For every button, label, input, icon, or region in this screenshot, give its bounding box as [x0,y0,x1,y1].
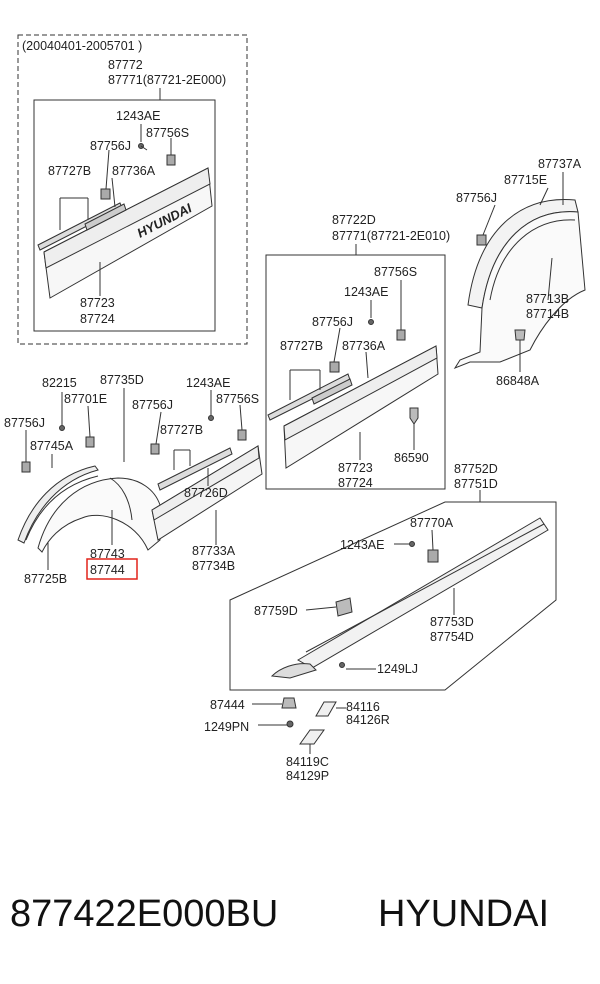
label-87745A: 87745A [30,439,74,453]
label-87722D: 87722D [332,213,376,227]
inset-mid [265,244,446,490]
label-87727B-top: 87727B [48,164,91,178]
pad-84116 [315,701,337,717]
label-87715E: 87715E [504,173,547,187]
label-86848A: 86848A [496,374,540,388]
pad-84119C [299,729,325,745]
label-87734B: 87734B [192,559,235,573]
label-87771-top: 87771(87721-2E000) [108,73,226,87]
label-84126R: 84126R [346,713,390,727]
label-82215: 82215 [42,376,77,390]
label-87736A-top: 87736A [112,164,156,178]
label-87735D: 87735D [100,373,144,387]
label-87751D: 87751D [454,477,498,491]
label-1243AE-sill: 1243AE [340,538,384,552]
label-87727B-mid: 87727B [280,339,323,353]
label-87753D: 87753D [430,615,474,629]
front-clip-d [237,429,247,441]
label-87723-top: 87723 [80,296,115,310]
label-84116: 84116 [346,700,380,714]
label-87744: 87744 [90,563,125,577]
inset-top-clip-2 [166,154,176,166]
label-date-range: (20040401-2005701 ) [22,39,142,53]
label-87701E: 87701E [64,392,107,406]
label-86590: 86590 [394,451,429,465]
label-87725B: 87725B [24,572,67,586]
footer-part-number: 877422E000BU [10,893,278,935]
label-87736A-mid: 87736A [342,339,386,353]
rear-arch-clip [476,234,487,246]
label-1243AE-front: 1243AE [186,376,230,390]
cap-87444 [281,697,297,709]
label-87444: 87444 [210,698,245,712]
label-87756J-rear: 87756J [456,191,497,205]
front-clip-b [85,436,95,448]
label-87756S-top: 87756S [146,126,189,140]
label-87756J-front-b: 87756J [132,398,173,412]
label-87754D: 87754D [430,630,474,644]
inset-top-dashed-frame [17,34,248,345]
label-87752D: 87752D [454,462,498,476]
label-87756J-top: 87756J [90,139,131,153]
inset-mid-clip-2 [396,329,406,341]
front-tape-strip [157,447,233,491]
label-87756J-mid: 87756J [312,315,353,329]
label-87733A: 87733A [192,544,236,558]
label-87713B: 87713B [526,292,569,306]
label-1243AE-top: 1243AE [116,109,160,123]
label-87724-mid: 87724 [338,476,373,490]
label-87723-mid: 87723 [338,461,373,475]
label-87759D: 87759D [254,604,298,618]
label-87726D: 87726D [184,486,228,500]
footer-brand: HYUNDAI [378,893,549,935]
label-1249PN: 1249PN [204,720,249,734]
front-clip-c [150,443,160,455]
sill-frame [229,501,557,691]
label-87770A: 87770A [410,516,454,530]
sill-molding [297,517,549,669]
label-1249LJ: 1249LJ [377,662,418,676]
sill-bracket [335,597,353,617]
label-87727B-front: 87727B [160,423,203,437]
front-arch [17,388,263,580]
sill-clip [427,549,439,563]
front-clip-a [21,461,31,473]
front-arch-outer-molding [17,465,99,544]
loose-parts [252,697,346,754]
rear-arch-plug [514,329,526,341]
label-87772: 87772 [108,58,143,72]
label-84119C: 84119C [286,755,329,769]
inset-mid-plug [409,407,419,425]
rear-arch [453,172,586,372]
inset-top-solid-frame [33,99,216,332]
inset-top-clip-1 [100,188,111,200]
sill-group [229,490,557,691]
label-1243AE-mid: 1243AE [344,285,388,299]
label-87756S-mid: 87756S [374,265,417,279]
label-84129P: 84129P [286,769,329,783]
label-87724-top: 87724 [80,312,115,326]
highlight-box-87744 [86,558,138,580]
label-87743: 87743 [90,547,125,561]
label-87771-mid: 87771(87721-2E010) [332,229,450,243]
label-87714B: 87714B [526,307,569,321]
inset-top [17,34,248,345]
label-87737A: 87737A [538,157,582,171]
inset-mid-clip-1 [329,361,340,373]
label-87756S-front: 87756S [216,392,259,406]
label-87756J-front-a: 87756J [4,416,45,430]
